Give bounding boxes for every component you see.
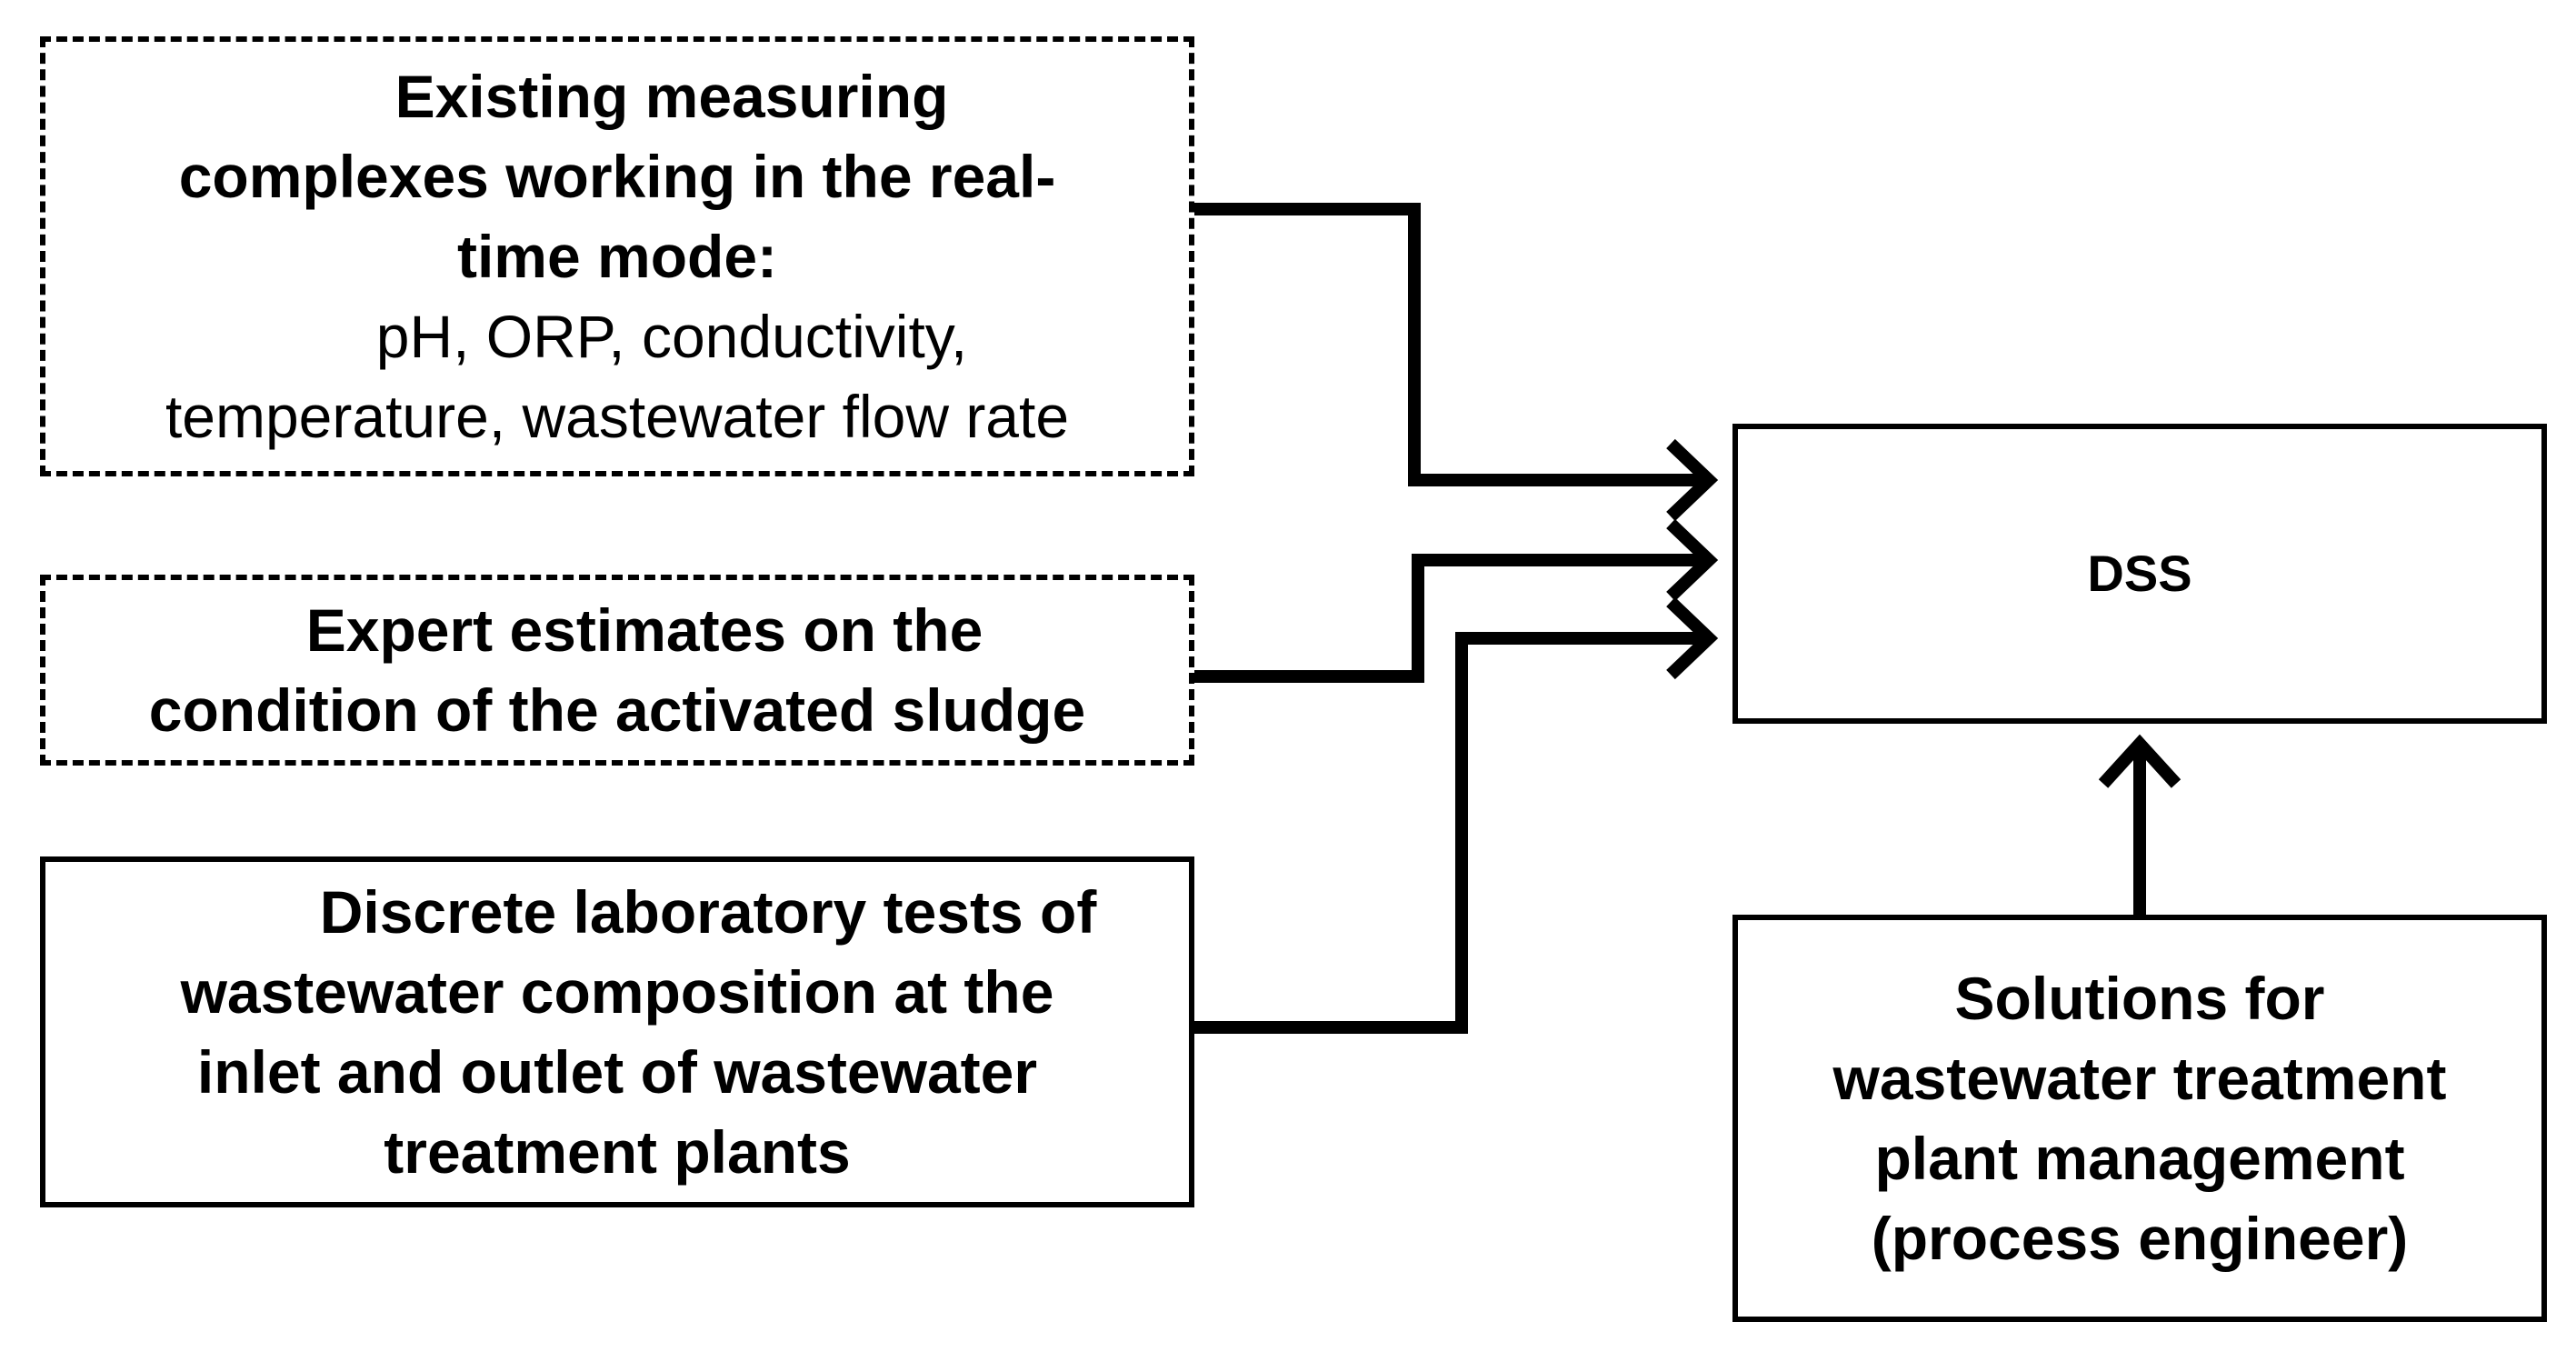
edge-lab-to-dss — [1194, 632, 1709, 1034]
arrowhead-measuring — [1666, 438, 1719, 522]
laboratory-tests-node: Discrete laboratory tests of wastewater … — [40, 856, 1194, 1207]
node-text-line: pH, ORP, conductivity, — [375, 303, 968, 370]
node-text-line: Expert estimates on the — [305, 596, 983, 664]
node-text-line: (process engineer) — [1871, 1205, 2409, 1272]
node-text-line: wastewater treatment — [1832, 1045, 2447, 1112]
node-text-line: Discrete laboratory tests of — [319, 878, 1097, 946]
node-text-line: wastewater composition at the — [180, 958, 1054, 1026]
dss-label: DSS — [2087, 545, 2192, 602]
measuring-complexes-node: Existing measuring complexes working in … — [40, 36, 1194, 476]
edge-measuring-to-dss — [1194, 203, 1709, 486]
edge-expert-to-dss — [1194, 554, 1709, 683]
node-text-line: treatment plants — [384, 1118, 851, 1186]
expert-estimates-node: Expert estimates on the condition of the… — [40, 575, 1194, 766]
dss-node: DSS — [1732, 424, 2547, 724]
node-text-line: time mode: — [456, 223, 778, 290]
arrowhead-lab — [1666, 596, 1719, 680]
node-text-line: Solutions for — [1954, 965, 2325, 1032]
node-text-line: complexes working in the real- — [178, 143, 1056, 210]
node-text-line: temperature, wastewater flow rate — [165, 383, 1070, 450]
solutions-node: Solutions for wastewater treatment plant… — [1732, 915, 2547, 1322]
node-text-line: Existing measuring — [394, 63, 949, 130]
node-text-line: condition of the activated sludge — [148, 676, 1086, 744]
arrowhead-expert — [1666, 518, 1719, 602]
node-text-line: plant management — [1874, 1125, 2405, 1192]
node-text-line: inlet and outlet of wastewater — [196, 1038, 1038, 1106]
arrowhead-solutions — [2098, 734, 2182, 788]
